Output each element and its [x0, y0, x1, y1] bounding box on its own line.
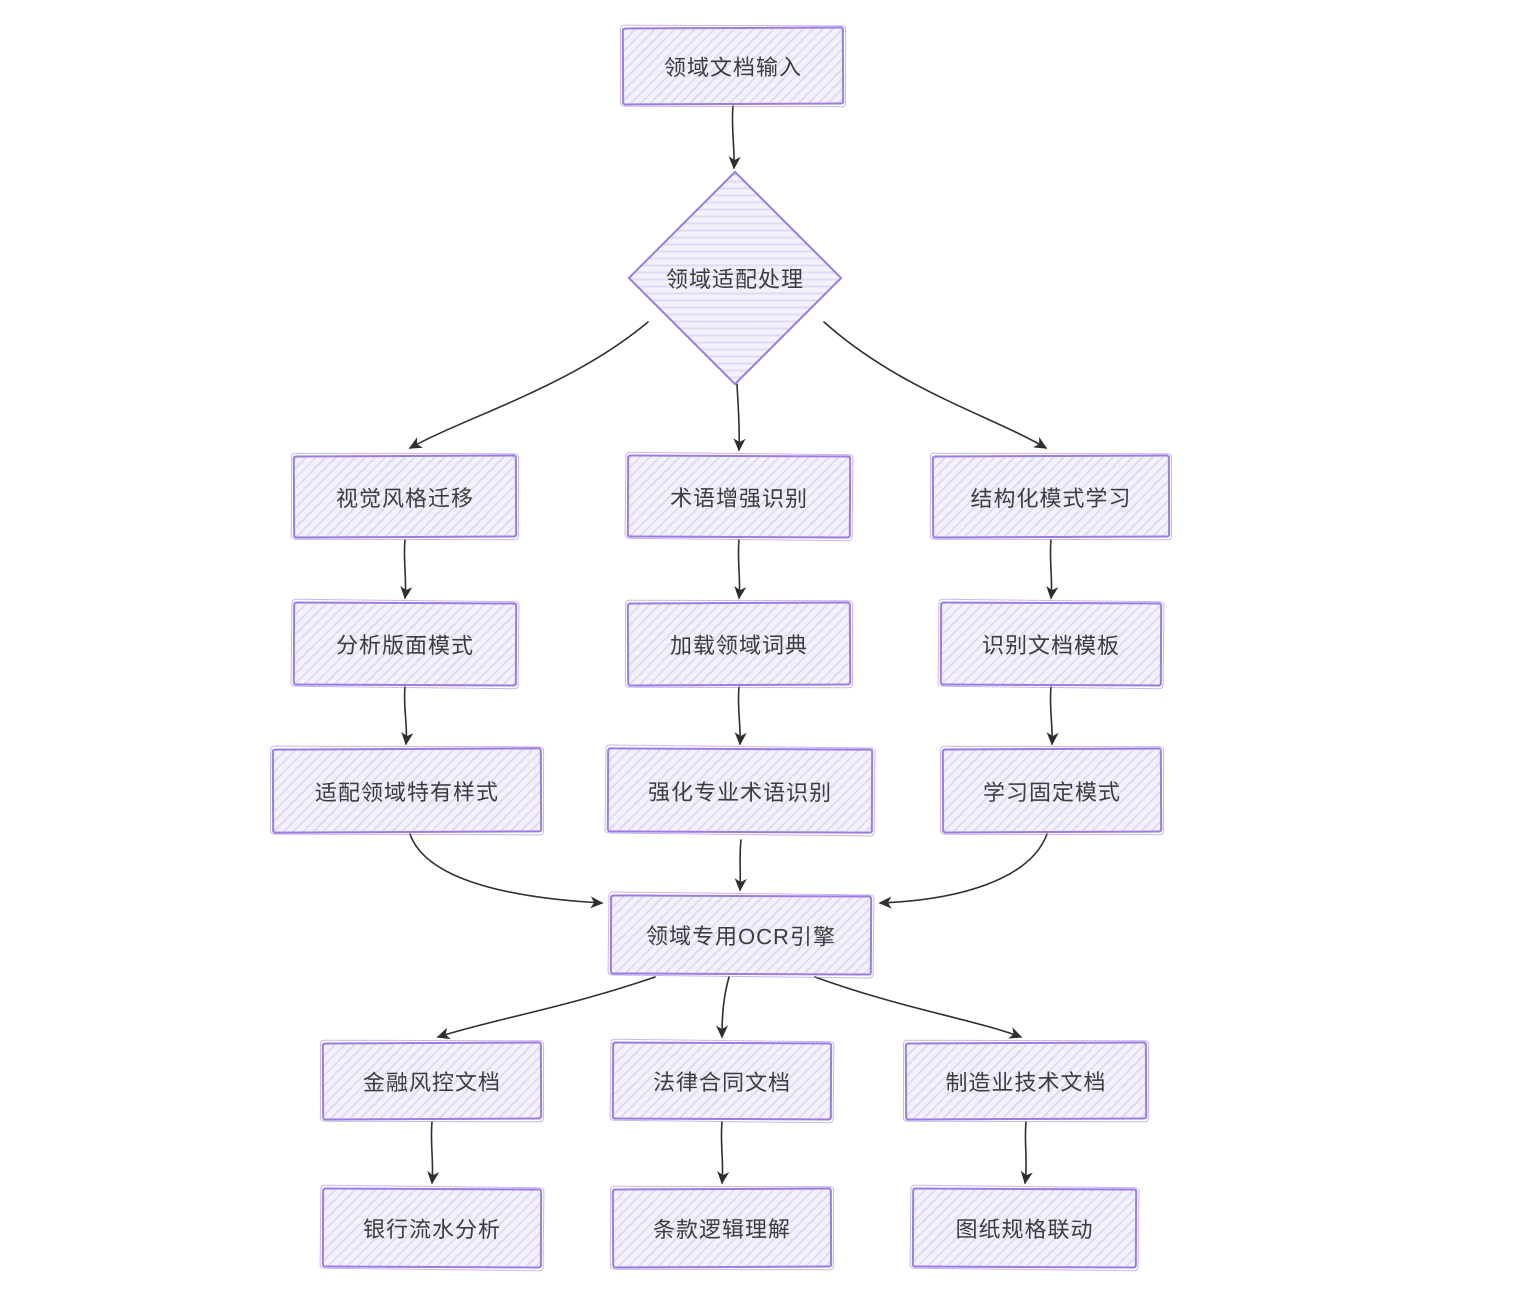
node-domain-ocr-engine[interactable]: 领域专用OCR引擎 [609, 894, 873, 976]
edge-manufacture-drawing [1020, 1121, 1033, 1185]
node-manufacturing-tech-document[interactable]: 制造业技术文档 [904, 1041, 1148, 1121]
diamond-label: 领域适配处理 [665, 267, 804, 292]
node-load-domain-dictionary[interactable]: 加载领域词典 [626, 601, 852, 687]
edge-adapt-visual [408, 321, 649, 449]
edge-ocr-finance [436, 976, 656, 1040]
edge-finance-bank [427, 1121, 440, 1185]
node-input[interactable]: 领域文档输入 [621, 26, 845, 106]
edge-visual-layout [400, 539, 413, 600]
edge-ocr-legal [715, 976, 730, 1039]
edge-dict-strengthen [734, 686, 747, 746]
edge-input-adapt [728, 105, 741, 170]
node-bank-statement-analysis[interactable]: 银行流水分析 [321, 1187, 543, 1269]
edge-adapt-struct [823, 321, 1048, 449]
edge-legal-clause [717, 1121, 730, 1185]
node-term-enhanced-recognition[interactable]: 术语增强识别 [626, 454, 852, 539]
edge-ocr-manufacture [814, 976, 1023, 1039]
edge-term-dict [734, 539, 747, 600]
node-legal-contract-document[interactable]: 法律合同文档 [611, 1041, 833, 1121]
node-clause-logic-understanding[interactable]: 条款逻辑理解 [611, 1187, 833, 1269]
edge-template-fixed [1046, 686, 1059, 746]
edge-fixed-ocr [878, 833, 1048, 909]
node-adapt-decision[interactable]: 领域适配处理 [627, 170, 843, 386]
edge-style-ocr [409, 833, 604, 909]
node-strengthen-term-recognition[interactable]: 强化专业术语识别 [606, 747, 874, 834]
edge-struct-template [1046, 539, 1059, 600]
node-visual-style-transfer[interactable]: 视觉风格迁移 [292, 454, 518, 539]
node-structured-pattern-learning[interactable]: 结构化模式学习 [931, 454, 1171, 539]
node-analyze-layout-pattern[interactable]: 分析版面模式 [292, 601, 518, 687]
edge-strengthen-ocr [734, 839, 747, 892]
node-finance-risk-document[interactable]: 金融风控文档 [321, 1041, 543, 1121]
node-recognize-document-template[interactable]: 识别文档模板 [939, 601, 1163, 687]
node-drawing-spec-linkage[interactable]: 图纸规格联动 [911, 1187, 1138, 1269]
edge-adapt-term [733, 383, 746, 452]
node-learn-fixed-pattern[interactable]: 学习固定模式 [941, 747, 1163, 834]
edge-layout-style [401, 686, 414, 746]
node-adapt-domain-specific-style[interactable]: 适配领域特有样式 [271, 747, 543, 834]
